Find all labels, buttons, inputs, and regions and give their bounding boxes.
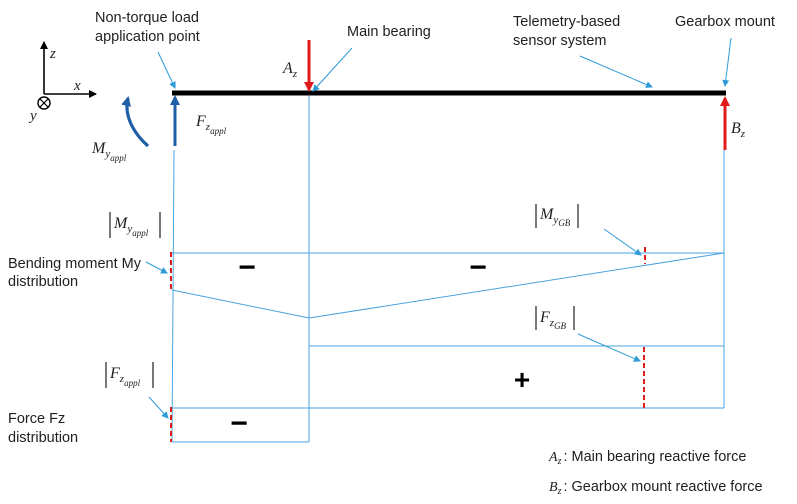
coordinate-axes: z x y	[28, 41, 97, 124]
my-appl-symbol: Myappl	[91, 140, 127, 163]
svg-text:Fzappl: Fzappl	[109, 365, 141, 388]
applied-moment-arrow	[121, 96, 150, 148]
x-axis-label: x	[73, 78, 81, 94]
svg-text:Myappl: Myappl	[113, 215, 149, 238]
legend: Az: Main bearing reactive force Bz: Gear…	[548, 449, 763, 497]
force-distribution	[172, 345, 724, 443]
legend-az: Az: Main bearing reactive force	[548, 449, 746, 467]
telemetry-label-line1: Telemetry-based	[513, 14, 620, 30]
abs-fz-appl-label: Fzappl	[105, 362, 154, 388]
z-axis-label: z	[49, 46, 56, 62]
non-torque-label-line1: Non-torque load	[95, 10, 199, 26]
legend-bz: Bz: Gearbox mount reactive force	[549, 479, 763, 497]
main-bearing-label: Main bearing	[347, 24, 431, 40]
bending-moment-label-line1: Bending moment My	[8, 256, 142, 272]
moment-sign-right: −	[469, 251, 487, 284]
force-sign-right: +	[514, 364, 530, 395]
abs-my-gb-label: MyGB	[535, 204, 579, 228]
fz-appl-symbol: Fzappl	[195, 113, 227, 136]
leader-lines	[145, 37, 732, 419]
force-sign-left: −	[230, 407, 248, 440]
moment-sign-left: −	[238, 251, 256, 284]
bending-moment-label-line2: distribution	[8, 274, 78, 290]
abs-my-appl-label: Myappl	[109, 212, 161, 238]
bending-moment-distribution	[171, 252, 725, 319]
telemetry-label-line2: sensor system	[513, 33, 606, 49]
non-torque-label-line2: application point	[95, 29, 200, 45]
moment-segment-left	[171, 289, 310, 319]
gearbox-mount-label: Gearbox mount	[675, 14, 775, 30]
y-axis-label: y	[28, 108, 37, 124]
bz-symbol: Bz	[731, 120, 746, 140]
projection-lines	[171, 96, 725, 443]
abs-fz-gb-label: FzGB	[535, 306, 575, 331]
moment-segment-right	[308, 252, 725, 319]
force-label-line2: distribution	[8, 430, 78, 446]
svg-text:MyGB: MyGB	[539, 206, 571, 228]
y-axis-into-page-icon	[37, 96, 51, 110]
force-label-line1: Force Fz	[8, 411, 65, 427]
svg-text:FzGB: FzGB	[539, 309, 567, 331]
measurement-markers	[170, 247, 646, 442]
az-symbol: Az	[282, 60, 298, 80]
